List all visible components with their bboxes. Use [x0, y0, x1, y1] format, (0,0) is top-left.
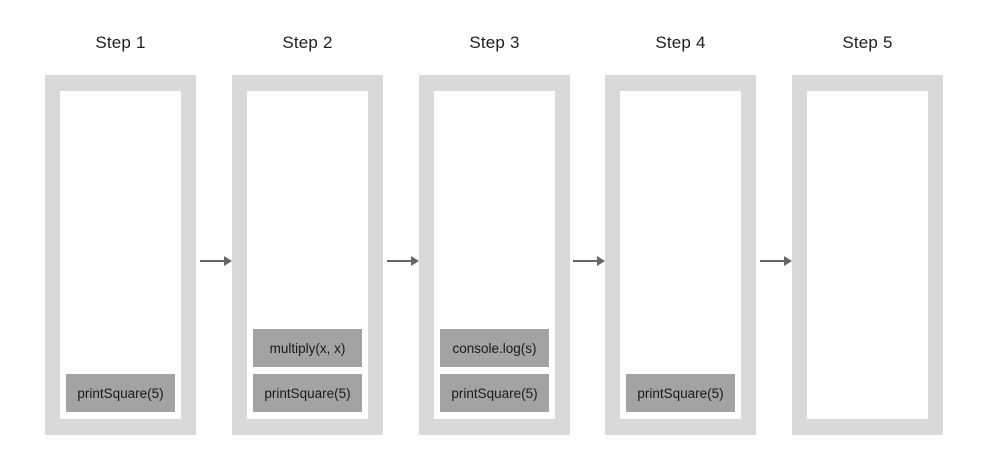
call-stack-interior-1: printSquare(5) [60, 91, 181, 419]
stack-entry: printSquare(5) [253, 374, 362, 412]
stack-entry: console.log(s) [440, 329, 549, 367]
step-title-1: Step 1 [95, 33, 146, 52]
call-stack-frame-5 [792, 75, 943, 435]
stack-entry: printSquare(5) [66, 374, 175, 412]
call-stack-frame-3: console.log(s) printSquare(5) [419, 75, 570, 435]
stack-entry: printSquare(5) [626, 374, 735, 412]
call-stack-interior-5 [807, 91, 928, 419]
call-stack-frame-2: multiply(x, x) printSquare(5) [232, 75, 383, 435]
call-stack-frame-4: printSquare(5) [605, 75, 756, 435]
next-step-arrow-icon [385, 253, 421, 269]
next-step-arrow-icon [758, 253, 794, 269]
stack-entry: multiply(x, x) [253, 329, 362, 367]
call-stack-interior-4: printSquare(5) [620, 91, 741, 419]
call-stack-interior-2: multiply(x, x) printSquare(5) [247, 91, 368, 419]
step-title-4: Step 4 [655, 33, 706, 52]
next-step-arrow-icon [198, 253, 234, 269]
step-title-3: Step 3 [469, 33, 520, 52]
stack-entry: printSquare(5) [440, 374, 549, 412]
call-stack-interior-3: console.log(s) printSquare(5) [434, 91, 555, 419]
next-step-arrow-icon [571, 253, 607, 269]
step-title-5: Step 5 [842, 33, 893, 52]
step-title-2: Step 2 [282, 33, 333, 52]
call-stack-frame-1: printSquare(5) [45, 75, 196, 435]
